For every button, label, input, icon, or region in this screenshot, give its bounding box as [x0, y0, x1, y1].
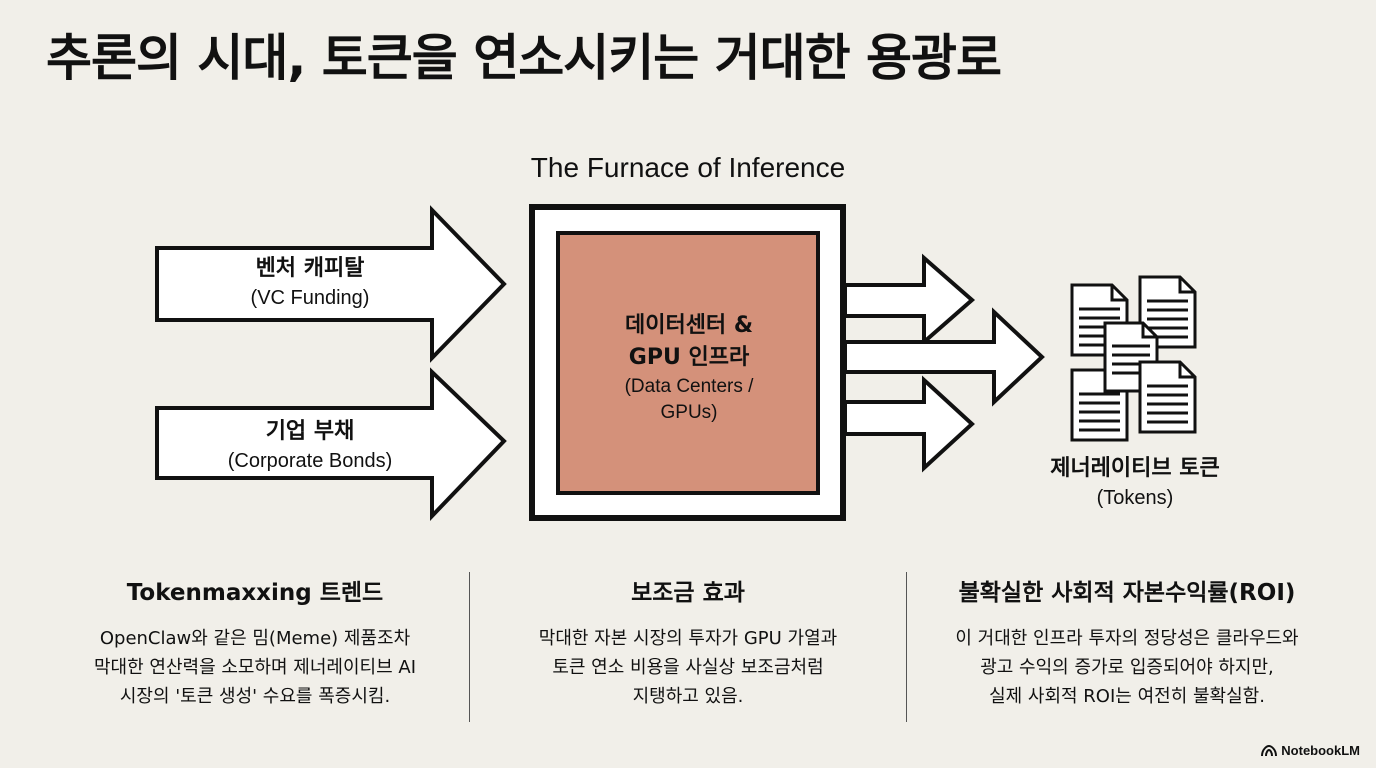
- output-label-en: (Tokens): [1096, 487, 1174, 509]
- notebooklm-logo-icon: [1261, 744, 1278, 756]
- input-label-vc-en: (VC Funding): [250, 287, 370, 309]
- column-heading: 보조금 효과: [631, 580, 745, 606]
- brand-mark: NotebookLM: [1261, 743, 1360, 758]
- output-arrow-2: [843, 307, 1045, 407]
- brand-name: NotebookLM: [1281, 743, 1360, 758]
- column-tokenmaxxing: Tokenmaxxing 트렌드 OpenClaw와 같은 밈(Meme) 제품…: [40, 576, 470, 726]
- page-title: 추론의 시대, 토큰을 연소시키는 거대한 용광로: [46, 29, 1002, 87]
- column-divider: [469, 572, 470, 722]
- column-subsidy: 보조금 효과 막대한 자본 시장의 투자가 GPU 가열과 토큰 연소 비용을 …: [470, 576, 906, 726]
- input-label-bonds: 기업 부채 (Corporate Bonds): [190, 417, 430, 475]
- document-icon: [1070, 368, 1129, 442]
- furnace-label-ko-1: 데이터센터 &: [624, 313, 754, 338]
- column-heading: Tokenmaxxing 트렌드: [126, 580, 384, 606]
- document-icon: [1138, 360, 1197, 434]
- column-heading: 불확실한 사회적 자본수익률(ROI): [958, 580, 1296, 606]
- input-label-bonds-en: (Corporate Bonds): [227, 450, 393, 472]
- furnace-label-ko-2: GPU 인프라: [628, 345, 750, 370]
- furnace-label-en-1: (Data Centers /: [624, 376, 754, 397]
- document-icon: [1103, 321, 1159, 393]
- input-label-vc-ko: 벤처 캐피탈: [255, 256, 365, 281]
- furnace-label: 데이터센터 & GPU 인프라 (Data Centers / GPUs): [558, 310, 820, 426]
- output-arrow-3: [843, 375, 975, 473]
- document-icon: [1138, 275, 1197, 349]
- output-label: 제너레이티브 토큰 (Tokens): [1020, 454, 1250, 512]
- diagram-label: The Furnace of Inference: [530, 152, 846, 183]
- column-roi: 불확실한 사회적 자본수익률(ROI) 이 거대한 인프라 투자의 정당성은 클…: [907, 576, 1347, 726]
- furnace-label-en-2: GPUs): [660, 402, 718, 423]
- column-divider: [906, 572, 907, 722]
- input-label-vc: 벤처 캐피탈 (VC Funding): [190, 254, 430, 312]
- output-arrow-1: [843, 253, 976, 347]
- tokens-icon-group: [1070, 275, 1197, 442]
- column-body: 이 거대한 인프라 투자의 정당성은 클라우드와 광고 수익의 증가로 입증되어…: [955, 628, 1299, 707]
- output-label-ko: 제너레이티브 토큰: [1050, 456, 1220, 481]
- input-label-bonds-ko: 기업 부채: [265, 419, 355, 444]
- column-body: OpenClaw와 같은 밈(Meme) 제품조차 막대한 연산력을 소모하며 …: [93, 628, 417, 707]
- document-icon: [1070, 283, 1129, 357]
- column-body: 막대한 자본 시장의 투자가 GPU 가열과 토큰 연소 비용을 사실상 보조금…: [538, 628, 838, 707]
